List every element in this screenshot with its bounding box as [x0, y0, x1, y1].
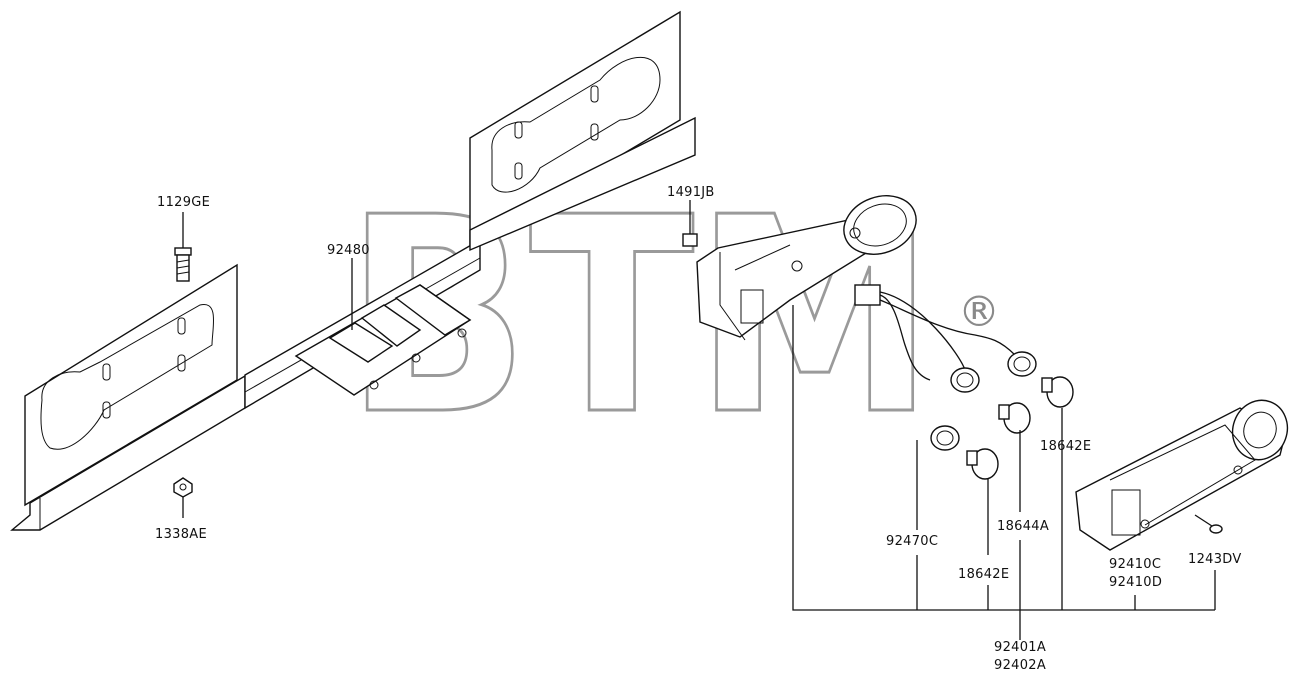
label-18644A: 18644A: [997, 519, 1049, 534]
part-labels: 1129GE 1338AE 92480 1491JB 18642E 18644A…: [155, 185, 1242, 673]
bulb-18642E-top: [1041, 376, 1074, 408]
label-1243DV: 1243DV: [1188, 552, 1242, 567]
label-18642E-bottom: 18642E: [958, 567, 1009, 582]
socket-3: [930, 425, 960, 451]
bulb-18644A: [998, 402, 1031, 434]
registered-mark: ®: [958, 287, 1000, 336]
wiring-harness-92480: [294, 284, 472, 396]
combination-lamp-housing: [696, 195, 1016, 381]
label-92480: 92480: [327, 243, 370, 258]
label-92402A: 92402A: [994, 658, 1046, 673]
label-92410D: 92410D: [1109, 575, 1162, 590]
socket-2: [1007, 351, 1037, 377]
label-92401A: 92401A: [994, 640, 1046, 655]
label-1338AE: 1338AE: [155, 527, 207, 542]
lamp-lens-cover: [1075, 399, 1289, 551]
bolt-1129GE: [174, 212, 192, 282]
label-92470C: 92470C: [886, 534, 938, 549]
nut-1338AE: [173, 477, 193, 518]
label-1491JB: 1491JB: [667, 185, 715, 200]
label-18642E-top: 18642E: [1040, 439, 1091, 454]
screw-1243DV: [1194, 514, 1223, 534]
clip-1491JB: [682, 200, 698, 247]
socket-1: [950, 367, 980, 393]
label-1129GE: 1129GE: [157, 195, 210, 210]
right-plate-panel: [469, 10, 696, 252]
label-92410C: 92410C: [1109, 557, 1161, 572]
left-plate-panel: [24, 263, 238, 507]
bulb-18642E-bottom: [966, 448, 999, 480]
leader-lines: [351, 258, 1216, 640]
